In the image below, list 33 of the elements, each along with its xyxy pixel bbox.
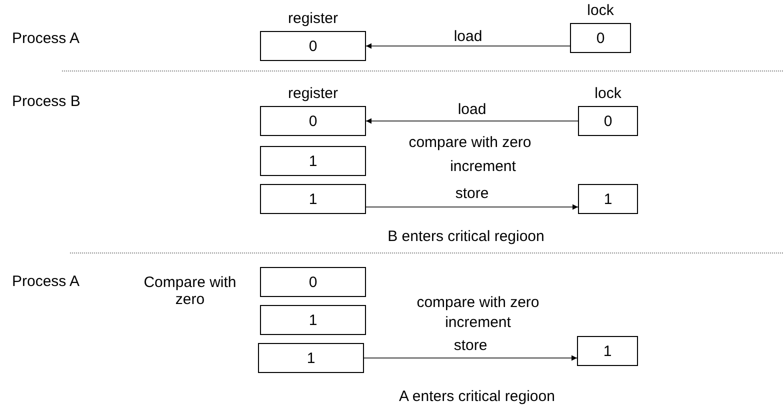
value-box: 1 bbox=[260, 305, 366, 335]
note-text: compare with zero bbox=[408, 134, 532, 151]
edge-label: load bbox=[454, 28, 482, 45]
note-text: increment bbox=[445, 314, 511, 331]
note-text: compare with zero bbox=[416, 294, 540, 311]
value-box: 1 bbox=[578, 184, 638, 214]
note-text: Compare with zero bbox=[142, 274, 238, 308]
value-box: 0 bbox=[578, 106, 638, 136]
arrow bbox=[366, 43, 570, 49]
note-text: increment bbox=[450, 158, 516, 175]
value-box: 0 bbox=[260, 106, 366, 136]
value-box: 1 bbox=[258, 343, 364, 373]
column-heading: lock bbox=[587, 2, 614, 19]
process-label: Process B bbox=[12, 93, 80, 110]
process-label: Process A bbox=[12, 273, 80, 290]
edge-label: load bbox=[458, 101, 486, 118]
arrow bbox=[366, 118, 578, 124]
value-box: 1 bbox=[577, 336, 638, 366]
arrow bbox=[364, 355, 578, 361]
column-heading: register bbox=[288, 10, 338, 27]
column-heading: register bbox=[288, 85, 338, 102]
value-box: 1 bbox=[260, 184, 366, 214]
process-label: Process A bbox=[12, 30, 80, 47]
note-text: A enters critical regioon bbox=[399, 388, 555, 405]
column-heading: lock bbox=[594, 85, 622, 102]
note-text: B enters critical regioon bbox=[388, 228, 544, 245]
edge-label: store bbox=[454, 337, 488, 354]
value-box: 1 bbox=[260, 146, 366, 176]
arrow bbox=[366, 204, 578, 210]
value-box: 0 bbox=[570, 23, 631, 53]
edge-label: store bbox=[455, 185, 489, 202]
value-box: 0 bbox=[260, 31, 366, 61]
value-box: 0 bbox=[260, 267, 366, 297]
